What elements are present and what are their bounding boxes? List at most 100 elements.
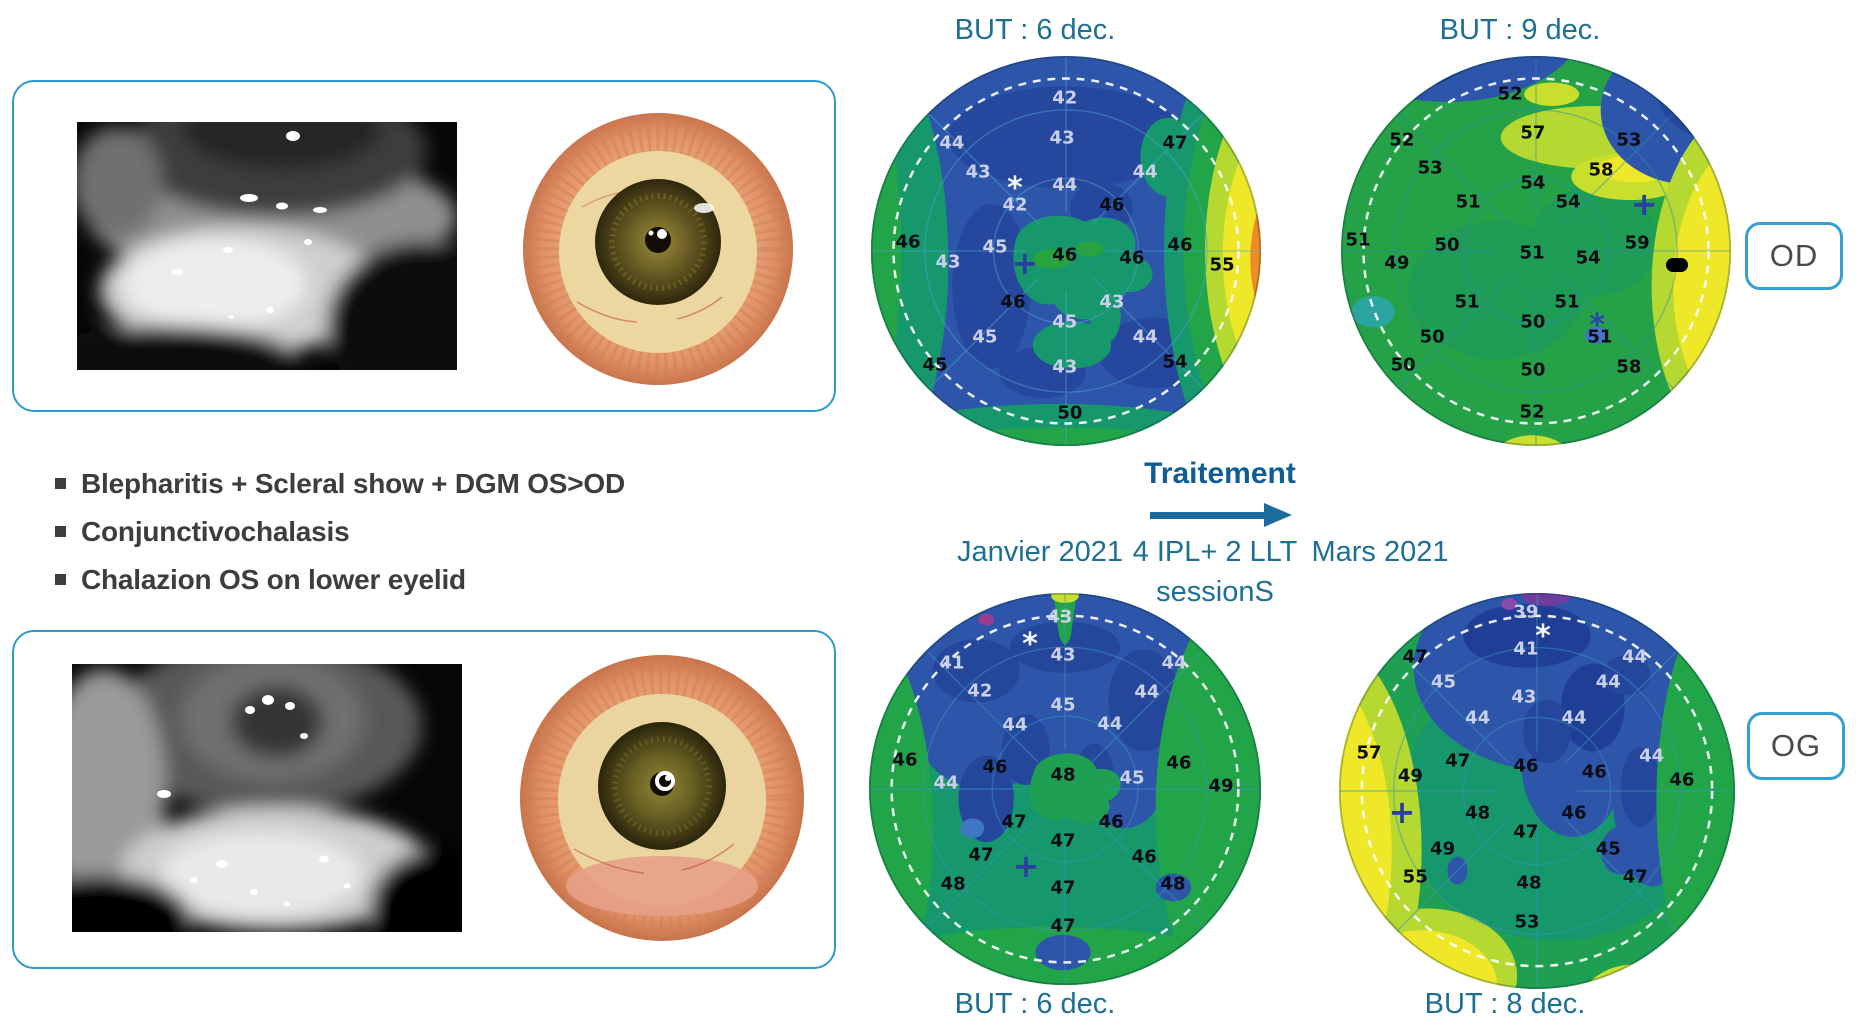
map-value: 42 bbox=[967, 680, 993, 702]
diagnosis-item: Chalazion OS on lower eyelid bbox=[55, 558, 755, 606]
map-value: 46 bbox=[1166, 752, 1192, 774]
map-value: 47 bbox=[1513, 821, 1539, 843]
map-value: 47 bbox=[1162, 132, 1188, 154]
map-value: 47 bbox=[1001, 811, 1027, 833]
map-value: 47 bbox=[968, 844, 994, 866]
map-value: 59 bbox=[1624, 232, 1650, 254]
map-value: 43 bbox=[1099, 291, 1125, 313]
map-value: 45 bbox=[982, 236, 1008, 258]
map-value: 49 bbox=[1397, 765, 1423, 787]
map-value: 50 bbox=[1520, 311, 1546, 333]
map-value: 51 bbox=[1455, 191, 1481, 213]
map-value: 44 bbox=[1639, 745, 1665, 767]
map-value: 46 bbox=[1167, 234, 1193, 256]
map-value: 54 bbox=[1520, 172, 1546, 194]
map-value: 44 bbox=[1561, 707, 1587, 729]
map-value: 44 bbox=[1621, 646, 1648, 668]
map-value: 46 bbox=[982, 756, 1008, 778]
map-value: 45 bbox=[972, 326, 998, 348]
map-value: 47 bbox=[1622, 866, 1648, 888]
map-value: 53 bbox=[1417, 157, 1443, 179]
fixation-cross-marker: + bbox=[1388, 793, 1416, 832]
map-value: 45 bbox=[1430, 671, 1456, 693]
map-value: 46 bbox=[1131, 846, 1157, 868]
map-value: 50 bbox=[1520, 359, 1546, 381]
map-value: 47 bbox=[1402, 646, 1428, 668]
map-value: 44 bbox=[1052, 174, 1078, 196]
map-value: 46 bbox=[1669, 769, 1695, 791]
map-value: 46 bbox=[1581, 761, 1607, 783]
map-value: 46 bbox=[1052, 244, 1078, 266]
asterisk-marker: * bbox=[1535, 618, 1551, 654]
eye-badge-og: OG bbox=[1747, 712, 1845, 780]
meibography-photo-od bbox=[77, 122, 457, 370]
map-value: 44 bbox=[1161, 652, 1187, 674]
map-value: 57 bbox=[1356, 742, 1382, 764]
fixation-cross-marker: + bbox=[1630, 184, 1658, 223]
map-value: 54 bbox=[1162, 351, 1188, 373]
map-value: 39 bbox=[1513, 601, 1539, 623]
map-value: 48 bbox=[1050, 764, 1076, 786]
map-value: 46 bbox=[895, 231, 921, 253]
map-value: 52 bbox=[1497, 83, 1523, 105]
photo-panel-og bbox=[12, 630, 836, 969]
map-value: 50 bbox=[1057, 402, 1083, 424]
map-value: 43 bbox=[1511, 686, 1537, 708]
map-value: 41 bbox=[1513, 638, 1539, 660]
blob-marker bbox=[1666, 258, 1689, 273]
fixation-cross-marker: + bbox=[1012, 846, 1040, 885]
map-value: 51 bbox=[1554, 291, 1580, 313]
diagnosis-item: Blepharitis + Scleral show + DGM OS>OD bbox=[55, 462, 755, 510]
treatment-arrow-icon bbox=[1150, 503, 1296, 527]
map-value: 44 bbox=[1002, 714, 1028, 736]
map-value: 51 bbox=[1587, 326, 1613, 348]
map-value: 42 bbox=[1052, 87, 1078, 109]
map-value: 43 bbox=[1050, 644, 1076, 666]
treatment-title: Traitement bbox=[1144, 457, 1296, 490]
diagnosis-item: Conjunctivochalasis bbox=[55, 510, 755, 558]
map-value: 44 bbox=[1132, 161, 1158, 183]
slit-lamp-photo-od bbox=[523, 113, 793, 385]
map-value: 45 bbox=[1052, 311, 1078, 333]
photo-panel-od bbox=[12, 80, 836, 412]
map-value: 44 bbox=[1097, 713, 1123, 735]
map-value: 42 bbox=[1002, 194, 1028, 216]
map-value: 51 bbox=[1454, 291, 1480, 313]
map-value: 47 bbox=[1050, 915, 1076, 937]
map-value: 57 bbox=[1520, 122, 1546, 144]
map-value: 43 bbox=[1047, 606, 1073, 628]
map-value: 51 bbox=[1345, 229, 1371, 251]
treatment-detail-line1: 4 IPL+ 2 LLT bbox=[1132, 536, 1298, 568]
but-label-od-after: BUT : 9 dec. bbox=[1439, 14, 1601, 46]
map-value: 49 bbox=[1208, 775, 1234, 797]
map-value: 46 bbox=[1119, 247, 1145, 269]
map-value: 46 bbox=[1513, 755, 1539, 777]
asterisk-marker: * bbox=[1007, 171, 1023, 207]
fixation-cross-marker: + bbox=[1011, 244, 1039, 283]
but-label-og-before: BUT : 6 dec. bbox=[954, 988, 1116, 1020]
but-map-og-before-image bbox=[868, 592, 1262, 986]
meibography-photo-og bbox=[72, 664, 462, 932]
map-value: 47 bbox=[1050, 877, 1076, 899]
but-map-od-after-image bbox=[1340, 55, 1732, 447]
map-value: 47 bbox=[1050, 830, 1076, 852]
map-value: 45 bbox=[1050, 694, 1076, 716]
asterisk-marker: * bbox=[1589, 308, 1605, 344]
map-value: 43 bbox=[965, 161, 991, 183]
map-value: 47 bbox=[1445, 750, 1471, 772]
map-value: 53 bbox=[1514, 911, 1540, 933]
map-value: 55 bbox=[1209, 254, 1235, 276]
map-value: 46 bbox=[1098, 811, 1124, 833]
map-value: 49 bbox=[1430, 838, 1456, 860]
map-value: 50 bbox=[1390, 354, 1416, 376]
map-value: 48 bbox=[1160, 873, 1186, 895]
map-value: 50 bbox=[1419, 326, 1445, 348]
map-value: 46 bbox=[892, 749, 918, 771]
map-value: 52 bbox=[1389, 129, 1415, 151]
date-label-og-after: Mars 2021 bbox=[1311, 536, 1449, 568]
map-value: 44 bbox=[933, 772, 959, 794]
map-value: 51 bbox=[1519, 242, 1545, 264]
